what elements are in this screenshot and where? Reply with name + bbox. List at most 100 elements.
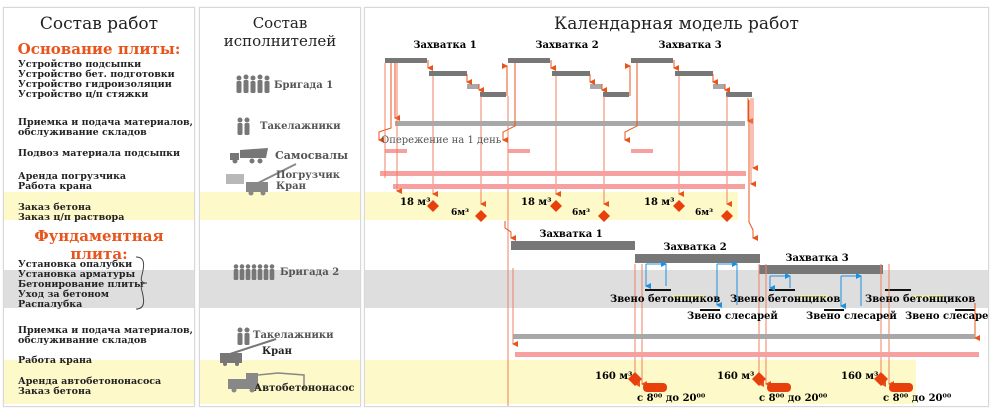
works-panel: Состав работ Основание плиты: Устройство…: [3, 7, 195, 407]
workers-group-icon: [233, 264, 275, 280]
dependency-link: [748, 100, 758, 241]
concreting-band: [4, 270, 194, 308]
volume-label: 6м³: [451, 208, 469, 218]
executor-label: Самосвалы: [275, 149, 349, 162]
task-bar-delivery: [508, 149, 530, 153]
stage-label: Захватка 2: [663, 242, 726, 253]
brace-icon: [135, 256, 148, 310]
work-delivery: Подвоз материала подсыпки: [18, 148, 181, 159]
crane-icon: [220, 338, 277, 366]
executors-title: Состав исполнителей: [223, 14, 337, 50]
task-bar-prep: [675, 71, 713, 76]
pump-time-label: с 8⁰⁰ до 20⁰⁰: [759, 393, 828, 404]
task-bar-delivery: [385, 149, 407, 153]
volume-label: 18 м³: [400, 197, 430, 208]
concreting-band: [200, 270, 360, 308]
calendar-title: Календарная модель работ: [554, 14, 799, 34]
stage-label: Захватка 3: [658, 40, 721, 51]
work-materials-1: Приемка и подача материалов, обслуживани…: [18, 117, 193, 138]
workers-group-icon: [236, 74, 270, 93]
crew-label: Звено бетонщиков: [610, 294, 720, 305]
milestone-diamond: [628, 372, 642, 386]
task-bar-subbase: [631, 58, 673, 63]
task-bar-crane: [393, 184, 745, 189]
crew-label: Звено бетонщиков: [865, 294, 975, 305]
executor-label: Такелажники: [260, 121, 341, 132]
works-title: Состав работ: [39, 14, 159, 34]
task-bar-waterproof: [467, 84, 479, 89]
milestone-diamond: [598, 210, 610, 222]
section-slab: Фундаментная плита:: [34, 227, 164, 263]
task-bar-stage-1: [511, 241, 635, 250]
dependency-link: [502, 63, 516, 143]
pump-volume-label: 160 м³: [595, 371, 632, 382]
concreting-band: [365, 270, 988, 308]
task-bar-loader: [380, 171, 746, 176]
task-bar-waterproof: [590, 84, 602, 89]
dependency-link: [624, 63, 638, 143]
riggers-icon: [237, 327, 250, 345]
task-bar-subbase: [508, 58, 550, 63]
pump-volume-label: 160 м³: [841, 371, 878, 382]
pump-time-label: с 8⁰⁰ до 20⁰⁰: [883, 393, 952, 404]
milestone-diamond: [475, 210, 487, 222]
riggers-icon: [237, 117, 250, 135]
task-bar-materials: [395, 121, 745, 126]
dependency-link: [504, 221, 516, 241]
work-item: Распалубка: [18, 299, 83, 310]
work-item: Бетонирование плиты: [18, 279, 144, 290]
task-bar-waterproof: [713, 84, 725, 89]
lead-note: Опережение на 1 день: [381, 135, 502, 146]
pump-bar: [767, 383, 791, 392]
executor-label: Такелажники: [253, 330, 334, 341]
volume-label: 18 м³: [521, 197, 551, 208]
task-bar-materials-2: [513, 334, 975, 339]
pump-band: [200, 360, 360, 404]
concrete-pump-icon: [228, 372, 305, 393]
work-materials-2: Приемка и подача материалов, обслуживани…: [18, 325, 193, 346]
milestone-diamond: [427, 200, 439, 212]
task-bar-screed: [603, 92, 629, 97]
task-bar-prep: [552, 71, 590, 76]
pump-band: [4, 360, 194, 404]
task-bar-crane-2: [515, 352, 979, 357]
task-bar-screed: [726, 92, 752, 97]
work-crane: Работа крана: [18, 355, 93, 366]
work-item: Установка арматуры: [18, 269, 136, 280]
crew-label: Звено бетонщиков: [730, 294, 840, 305]
pump-band: [365, 360, 916, 404]
crane-loader-icon: [226, 163, 297, 196]
section-base: Основание плиты:: [17, 40, 181, 58]
stage-label: Захватка 1: [413, 40, 476, 51]
executor-label: Кран: [262, 346, 292, 357]
volume-label: 6м³: [695, 208, 713, 218]
work-item: Устройство ц/п стяжки: [18, 89, 149, 100]
pump-bar: [889, 383, 913, 392]
pump-volume-label: 160 м³: [717, 371, 754, 382]
work-order: Заказ бетона Заказ ц/п раствора: [18, 202, 125, 223]
task-bar-screed: [480, 92, 506, 97]
stage-label: Захватка 2: [535, 40, 598, 51]
executor-label: Погрузчик Кран: [276, 170, 340, 192]
stage-label: Захватка 1: [539, 229, 602, 240]
executor-label: Автобетононасос: [254, 383, 355, 394]
work-item: Уход за бетоном: [18, 289, 110, 300]
milestone-diamond: [721, 210, 733, 222]
crew-label: Звено слесарей: [806, 311, 897, 322]
milestone-diamond: [752, 372, 766, 386]
work-rent: Аренда погрузчика Работа крана: [18, 171, 127, 192]
work-item: Устройство бет. подготовки: [18, 69, 175, 80]
executor-label: Бригада 1: [274, 80, 334, 91]
milestone-diamond: [874, 372, 888, 386]
gantt-chart: Захватка 1 Захватка 2 Захватка 3 Опереже…: [378, 40, 988, 406]
dump-truck-icon: [230, 148, 268, 164]
task-bar-delivery: [631, 149, 653, 153]
order-band: [4, 192, 194, 220]
crew-label: Звено слесарей: [687, 311, 778, 322]
crew-label: Звено слесарей: [905, 311, 988, 322]
work-item: Установка опалубки: [18, 259, 133, 270]
milestone-diamond: [550, 200, 562, 212]
order-band: [200, 192, 360, 220]
work-pump-order: Аренда автобетононасоса Заказ бетона: [18, 376, 162, 397]
task-bar-subbase: [385, 58, 427, 63]
